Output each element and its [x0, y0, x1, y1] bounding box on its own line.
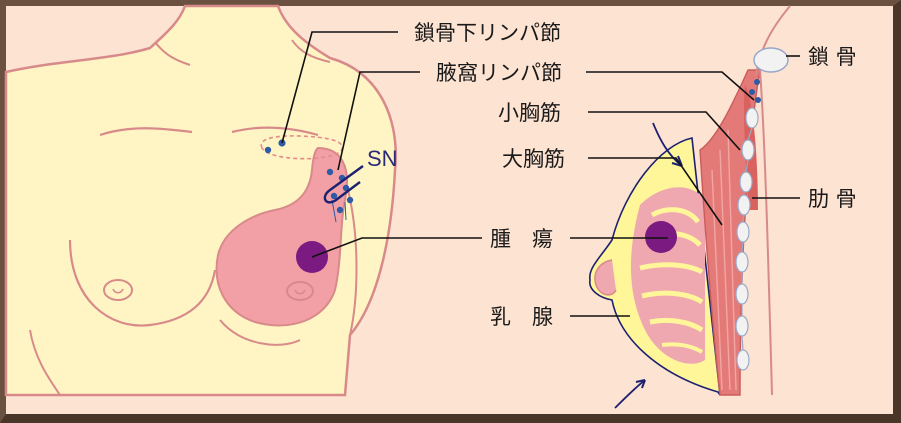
label-mammary-gland: 乳 腺: [490, 305, 553, 329]
label-pectoralis-major: 大胸筋: [502, 147, 565, 171]
label-subclavian-nodes: 鎖骨下リンパ節: [414, 21, 561, 45]
clavicle-line-right: [231, 126, 319, 137]
lymph-node: [346, 196, 354, 204]
rib: [735, 283, 749, 305]
label-clavicle: 鎖 骨: [808, 45, 857, 69]
rib: [739, 171, 753, 193]
lymph-node: [754, 79, 760, 85]
subclavian-region: [260, 135, 344, 160]
lymph-node: [336, 206, 344, 214]
lymph-node: [264, 146, 272, 154]
leader-lines: [281, 31, 800, 317]
label-axillary-nodes: 腋窩リンパ節: [436, 61, 562, 85]
sagittal-section: [589, 5, 893, 409]
torso-figure: [4, 4, 397, 397]
sn-marker: [323, 165, 364, 204]
rib: [736, 221, 750, 243]
rib: [736, 349, 750, 371]
lymph-node: [749, 89, 755, 95]
rib: [737, 194, 751, 216]
lymph-node: [755, 97, 761, 103]
rib: [745, 107, 759, 129]
breast-area: [215, 146, 348, 327]
lymph-node: [330, 192, 338, 200]
incision-arrow-bottom: [614, 379, 646, 409]
rib: [735, 251, 749, 273]
tumor-section: [645, 221, 677, 253]
label-ribs: 肋 骨: [808, 187, 857, 211]
rib: [741, 139, 755, 161]
label-tumor: 腫 瘍: [490, 227, 553, 251]
label-sn: SN: [367, 146, 398, 171]
right-nipple: [286, 281, 314, 301]
left-breast-outline: [68, 239, 217, 327]
lymph-node: [326, 168, 334, 176]
clavicle-bone: [753, 47, 789, 73]
clavicle-line-left: [99, 127, 193, 137]
rib: [735, 315, 749, 337]
lymph-node: [342, 184, 350, 192]
left-nipple: [103, 279, 133, 301]
label-pectoralis-minor: 小胸筋: [498, 101, 561, 125]
